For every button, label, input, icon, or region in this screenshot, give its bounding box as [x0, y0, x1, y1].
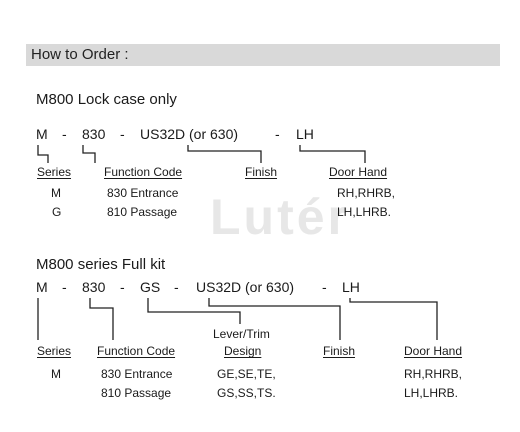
code-dash: - [120, 279, 125, 295]
label-series: Series [37, 344, 72, 358]
code-function: 830 [82, 126, 106, 142]
lever-design-value: GS,SS,TS. [217, 386, 276, 400]
series-value: M [51, 186, 61, 200]
series-value: G [52, 205, 62, 219]
code-dash: - [275, 126, 280, 142]
page-title: How to Order : [31, 46, 129, 63]
label-design: Design [224, 344, 262, 358]
label-lever-trim: Lever/Trim [213, 327, 270, 341]
door-hand-value: LH,LHRB. [337, 205, 392, 219]
label-door-hand: Door Hand [404, 344, 463, 358]
code-finish: US32D (or 630) [140, 126, 239, 142]
lock-case-title: M800 Lock case only [36, 91, 177, 108]
connector-function-1 [82, 145, 96, 163]
label-function-code: Function Code [97, 344, 176, 358]
label-door-hand: Door Hand [329, 165, 388, 179]
label-finish: Finish [245, 165, 278, 179]
connector-function-2 [89, 298, 114, 340]
function-value: 810 Passage [101, 386, 172, 400]
door-hand-value: LH,LHRB. [404, 386, 459, 400]
label-function-code: Function Code [104, 165, 183, 179]
door-hand-value: RH,RHRB, [404, 367, 463, 381]
connector-series-1 [37, 145, 49, 163]
code-series: M [36, 126, 48, 142]
code-dash: - [62, 126, 67, 142]
series-value: M [51, 367, 61, 381]
label-series: Series [37, 165, 72, 179]
code-door-hand: LH [342, 279, 360, 295]
code-series: M [36, 279, 48, 295]
connector-lever-2 [147, 298, 241, 324]
function-value: 830 Entrance [107, 186, 179, 200]
function-value: 810 Passage [107, 205, 178, 219]
code-function: 830 [82, 279, 106, 295]
lever-design-value: GE,SE,TE, [217, 367, 276, 381]
code-door-hand: LH [296, 126, 314, 142]
label-finish: Finish [323, 344, 356, 358]
door-hand-value: RH,RHRB, [337, 186, 396, 200]
code-dash: - [120, 126, 125, 142]
connector-finish-2 [208, 298, 341, 340]
function-value: 830 Entrance [101, 367, 173, 381]
watermark-logo: Lutér [210, 189, 350, 245]
header-bar: How to Order : [26, 44, 500, 66]
connector-finish-1 [187, 145, 262, 163]
code-dash: - [174, 279, 179, 295]
full-kit-title: M800 series Full kit [36, 256, 166, 273]
code-dash: - [62, 279, 67, 295]
connector-door-1 [299, 145, 366, 163]
code-finish: US32D (or 630) [196, 279, 295, 295]
connector-door-2 [349, 298, 438, 340]
code-lever-design: GS [140, 279, 161, 295]
code-dash: - [322, 279, 327, 295]
